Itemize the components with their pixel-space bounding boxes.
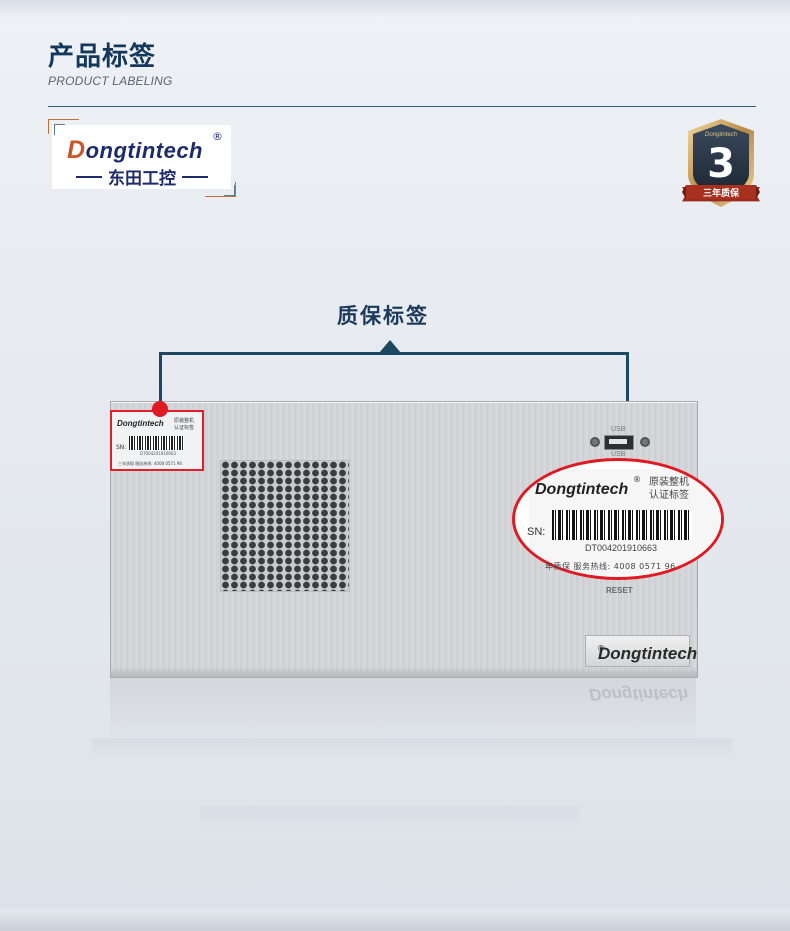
brand-logo-subtitle: 东田工控 (62, 164, 222, 189)
brand-plate-reg: ® (598, 644, 604, 653)
subtitle-dash-right (182, 175, 208, 178)
small-label-footer: 三年质保 服务热线: 4008 0571 96 (118, 461, 182, 466)
page-subtitle: PRODUCT LABELING (48, 74, 173, 88)
corner-decoration-bottom-right (205, 182, 236, 197)
usb-label-bottom: USB (611, 451, 626, 458)
brand-logo-subtitle-text: 东田工控 (108, 169, 176, 189)
small-label-brand: Dongtintech (117, 419, 164, 428)
registered-mark: ® (212, 130, 223, 143)
warranty-label-small: Dongtintech 原装整机 认证标签 SN: DT004201910663… (110, 410, 204, 471)
badge-number: 3 (707, 141, 735, 187)
callout-dot (152, 401, 168, 417)
small-label-cert: 原装整机 认证标签 (174, 418, 195, 431)
reset-label: RESET (606, 586, 633, 595)
ventilation-grille (220, 460, 350, 592)
badge-top-text: Dongtintech (705, 132, 738, 138)
usb-label-top: USB (611, 426, 626, 433)
magnified-label-brand: Dongtintech (535, 481, 629, 498)
device-brand-plate: Dongtintech® (585, 635, 697, 667)
reflection-brand-text: Dongtintech (589, 685, 689, 704)
warranty-label-title: 质保标签 (337, 304, 429, 328)
page-title: 产品标签 (48, 42, 157, 72)
subtitle-dash-left (76, 175, 102, 178)
bottom-band (0, 909, 790, 931)
screw-icon-left (590, 437, 600, 447)
corner-decoration-bottom-right-inner (224, 185, 235, 196)
magnified-label-sn: SN: (527, 526, 546, 538)
callout-arrow-icon (379, 340, 401, 353)
brand-logo-wordmark: Dongtintech (67, 136, 203, 165)
small-label-serial: DT004201910663 (140, 451, 177, 456)
small-label-barcode (129, 436, 184, 450)
magnified-label-serial: DT004201910663 (585, 543, 658, 553)
magnified-label-cert-line2: 认证标签 (649, 490, 689, 501)
badge-ribbon-text: 三年质保 (703, 187, 740, 199)
floor-reflection-band (92, 738, 732, 760)
floor-reflection-band-lower (200, 806, 580, 836)
top-band (0, 0, 790, 18)
magnified-label-cert: 原装整机 认证标签 (649, 476, 701, 502)
small-label-sn: SN: (116, 444, 127, 451)
magnified-label-reg: ® (633, 475, 641, 484)
screw-icon-right (640, 437, 650, 447)
warranty-badge-icon: Dongtintech 3 三年质保 (682, 119, 760, 207)
usb-port (604, 435, 634, 450)
brand-plate-text: Dongtintech (598, 644, 698, 663)
device-reflection (110, 678, 696, 748)
title-divider (48, 106, 756, 107)
callout-bracket (159, 352, 629, 415)
corner-decoration-top-left (48, 119, 79, 134)
brand-logo-initial: D (67, 136, 86, 164)
brand-logo-rest: ongtintech (85, 138, 203, 163)
magnified-label-cert-line1: 原装整机 (649, 477, 689, 488)
brand-logo-card (52, 125, 231, 189)
corner-decoration-top-left-inner (54, 124, 65, 135)
magnified-label-barcode (552, 510, 692, 540)
magnified-label-footer: 年质保 服务热线: 4008 0571 96 (545, 562, 676, 571)
